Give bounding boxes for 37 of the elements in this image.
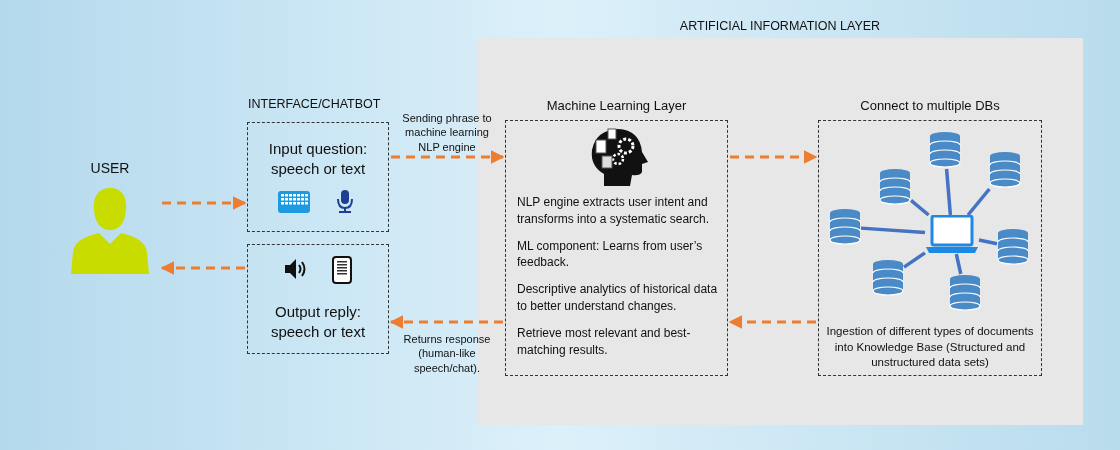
- arrow: [730, 150, 818, 164]
- database-icon: [929, 131, 961, 169]
- arrow: [162, 196, 247, 210]
- description-text: Descriptive analytics of historical data to better understand changes.: [517, 281, 719, 315]
- connector-line: [903, 251, 926, 269]
- edge-label: Sending phrase to machine learning NLP engine: [401, 111, 493, 154]
- user-label: USER: [89, 160, 131, 176]
- interface-box: [247, 122, 389, 232]
- database-icon: [997, 228, 1029, 266]
- database-icon: [872, 259, 904, 297]
- database-icon: [949, 274, 981, 312]
- node-label: Input question: speech or text: [267, 138, 369, 179]
- database-icon: [879, 168, 911, 206]
- laptop-icon: [925, 215, 979, 254]
- caption-text: Ingestion of different types of documents into Knowledge Base (Structured and unstructured data sets): [825, 324, 1035, 371]
- connector-line: [909, 199, 930, 217]
- interface-box: [247, 244, 389, 354]
- arrow: [389, 315, 503, 329]
- arrow: [160, 261, 245, 275]
- box-heading: Connect to multiple DBs: [859, 97, 1001, 115]
- description-text: NLP engine extracts user intent and transforms into a systematic search.: [517, 194, 711, 228]
- database-icon: [989, 151, 1021, 189]
- arrow: [391, 150, 505, 164]
- connector-line: [978, 238, 998, 246]
- edge-label: Returns response (human-like speech/chat).: [402, 332, 492, 375]
- database-icon: [829, 208, 861, 246]
- description-text: ML component: Learns from user’s feedback.: [517, 237, 704, 272]
- box-heading: Machine Learning Layer: [545, 97, 688, 115]
- panel-title: ARTIFICIAL INFORMATION LAYER: [678, 18, 882, 35]
- node-label: Output reply: speech or text: [269, 301, 367, 342]
- description-text: Retrieve most relevant and best-matching results.: [517, 324, 692, 359]
- connector-line: [966, 187, 991, 217]
- section-label: INTERFACE/CHATBOT: [248, 96, 381, 113]
- connector-line: [944, 168, 953, 216]
- arrow: [728, 315, 816, 329]
- connector-line: [954, 253, 963, 275]
- connector-line: [860, 226, 926, 235]
